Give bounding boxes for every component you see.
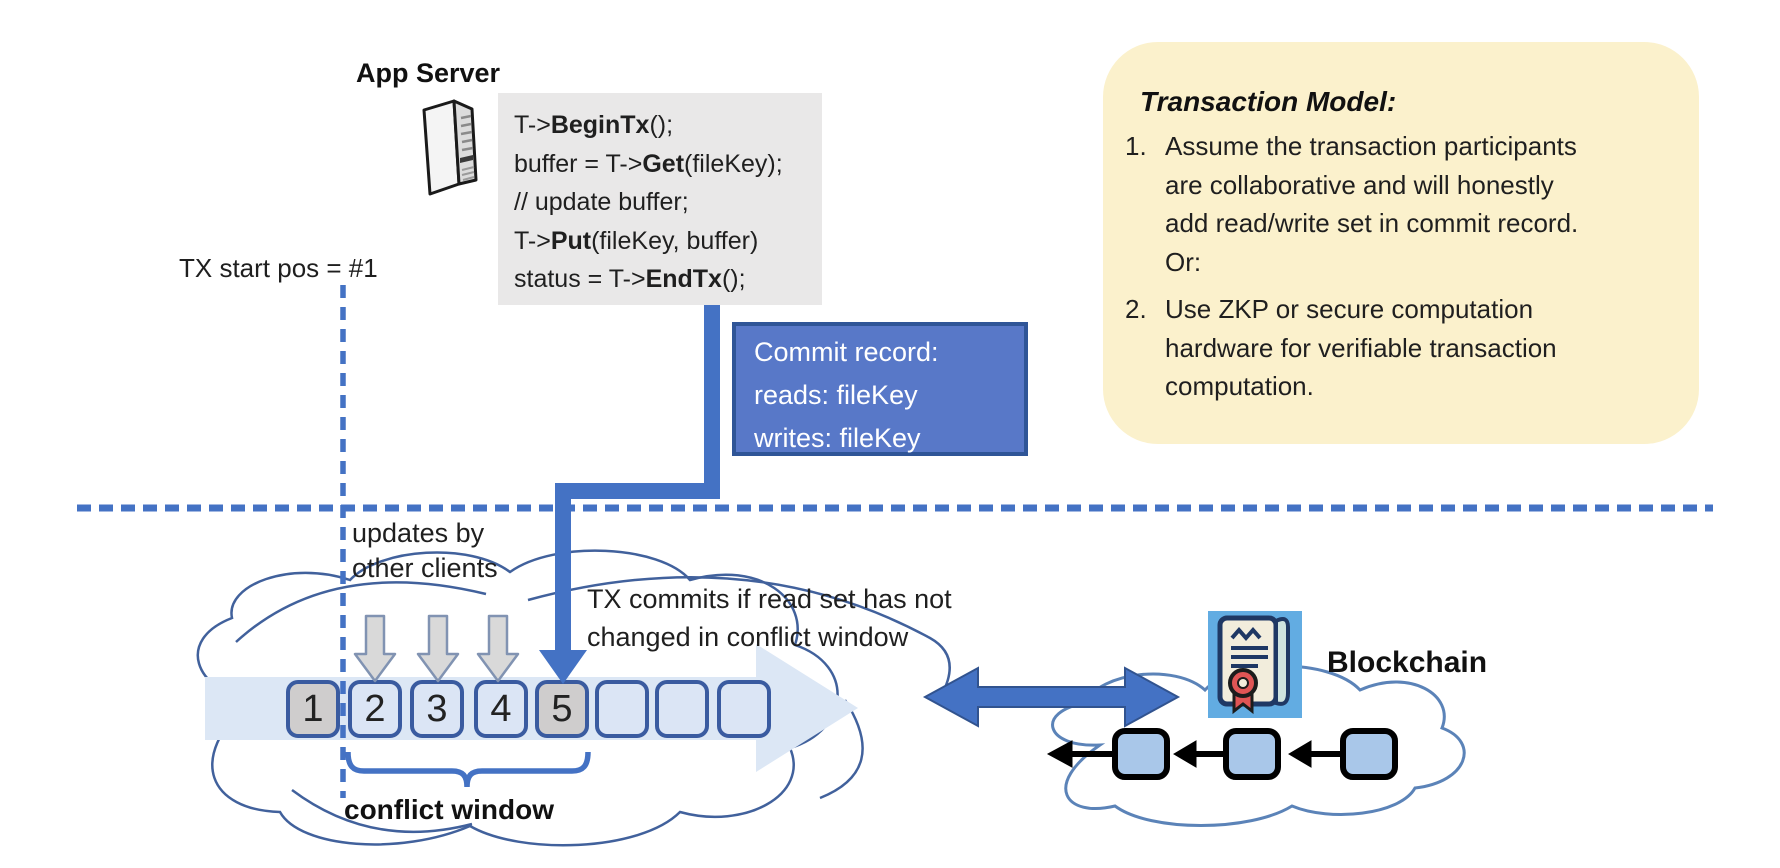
- timeline-slot: 2: [348, 680, 402, 738]
- code-line: T->Put(fileKey, buffer): [514, 226, 759, 255]
- item-number: 1.: [1125, 131, 1147, 161]
- timeline-slot: 3: [410, 680, 464, 738]
- transaction-model-item: 1. Assume the transaction participants a…: [1125, 127, 1669, 281]
- timeline-slot: [717, 680, 771, 738]
- code-line: status = T->EndTx();: [514, 265, 746, 293]
- code-line: T->BeginTx();: [514, 111, 674, 139]
- blockchain-label: Blockchain: [1327, 646, 1488, 679]
- chain-block: [1340, 728, 1398, 780]
- updates-label-line: other clients: [352, 553, 498, 583]
- commit-record-line: writes: fileKey: [754, 423, 921, 453]
- tx-commits-label: TX commits if read set has not changed i…: [587, 584, 952, 652]
- item-text: Use ZKP or secure computation hardware f…: [1165, 294, 1557, 401]
- conflict-window-label: conflict window: [344, 794, 554, 825]
- code-line: buffer = T->Get(fileKey);: [514, 149, 783, 178]
- item-text: Assume the transaction participants are …: [1165, 131, 1579, 277]
- transaction-model-title: Transaction Model:: [1140, 86, 1397, 117]
- transaction-model-note: Transaction Model: 1. Assume the transac…: [1103, 42, 1699, 444]
- updates-label-line: updates by: [352, 518, 485, 548]
- item-number: 2.: [1125, 294, 1147, 324]
- transaction-model-item: 2. Use ZKP or secure computation hardwar…: [1125, 290, 1669, 406]
- updates-by-other-clients-label: updates by other clients: [352, 516, 498, 586]
- timeline-slot: [595, 680, 649, 738]
- timeline-slot: 1: [286, 680, 340, 738]
- chain-block: [1223, 728, 1281, 780]
- timeline-slot: 5: [535, 680, 589, 738]
- commit-record-line: Commit record:: [754, 337, 939, 367]
- certificate-icon: [1208, 611, 1302, 718]
- app-server-title: App Server: [356, 58, 501, 88]
- transaction-code-block: T->BeginTx(); buffer = T->Get(fileKey); //…: [498, 93, 822, 305]
- code-line: // update buffer;: [514, 188, 689, 216]
- commit-record-box: Commit record: reads: fileKey writes: fi…: [732, 322, 1028, 456]
- timeline-slot: [655, 680, 709, 738]
- tx-start-pos-label: TX start pos = #1: [179, 253, 378, 283]
- commit-record-line: reads: fileKey: [754, 380, 918, 410]
- chain-block: [1112, 728, 1170, 780]
- timeline-slot: 4: [474, 680, 528, 738]
- server-icon: [422, 99, 478, 196]
